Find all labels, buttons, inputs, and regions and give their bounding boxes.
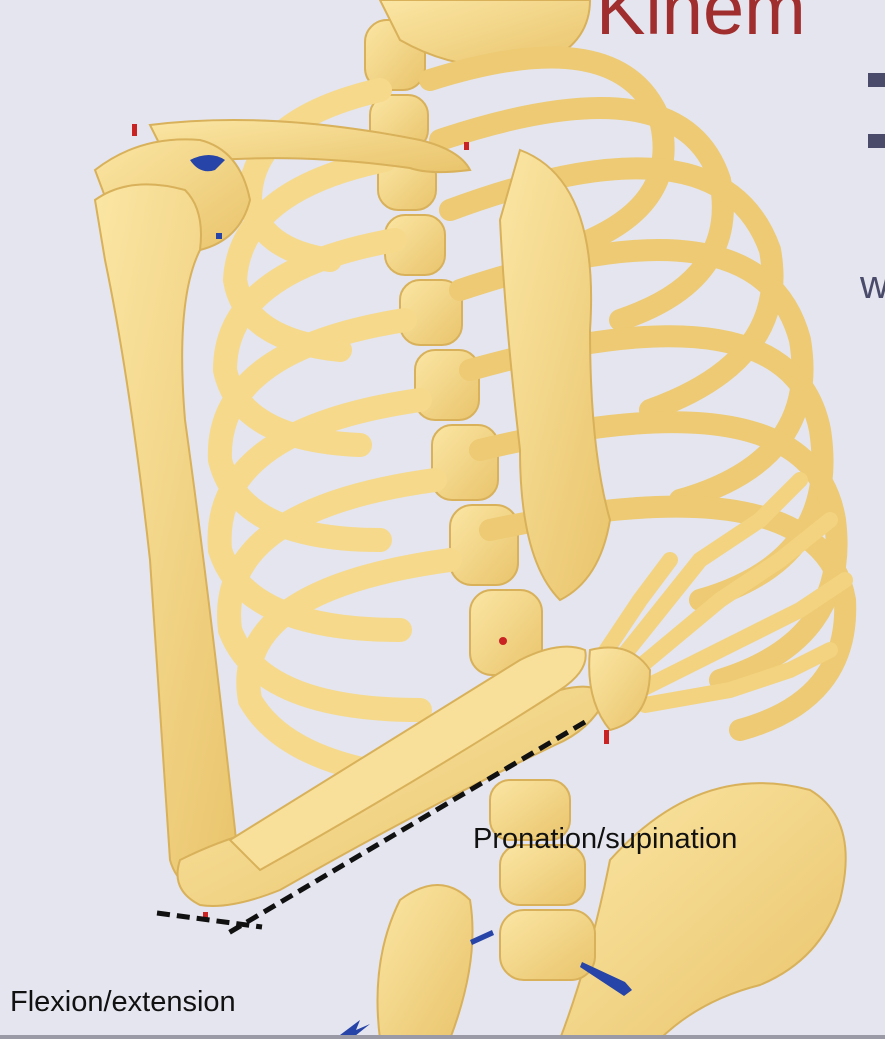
wrist bbox=[589, 648, 650, 731]
bullet-1 bbox=[868, 73, 885, 87]
bottom-edge bbox=[0, 1035, 885, 1039]
flexion-label: Flexion/extension bbox=[10, 988, 236, 1017]
slide-title: Kinem bbox=[596, 0, 806, 46]
side-text: w bbox=[860, 265, 885, 305]
pronation-label: Pronation/supination bbox=[473, 825, 737, 854]
bullet-2 bbox=[868, 134, 885, 148]
pelvis bbox=[378, 783, 846, 1039]
